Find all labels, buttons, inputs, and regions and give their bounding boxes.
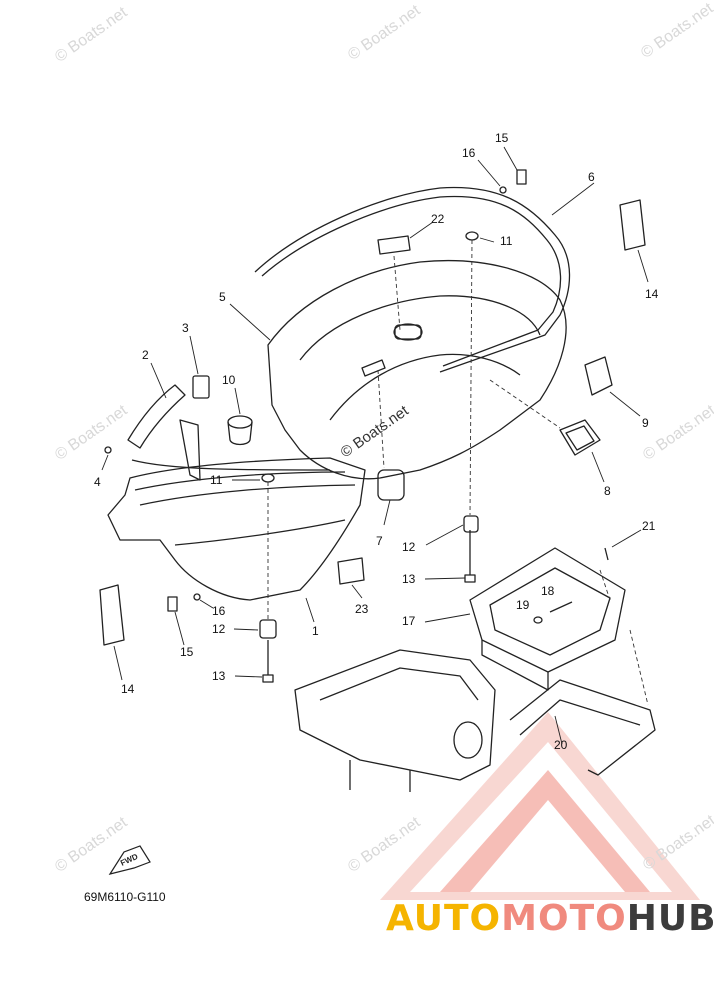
upper-cowl-5 [267, 259, 567, 480]
clip-14-right [619, 199, 646, 251]
seal-band-2 [127, 384, 186, 449]
callout-2: 2 [142, 348, 149, 362]
grommet-7 [377, 469, 405, 501]
brand-part-moto: MOTO [501, 898, 627, 939]
callout-20: 20 [554, 738, 568, 752]
screw-16-bottom [193, 593, 201, 601]
bolt-21 [604, 547, 609, 561]
lower-cowl-1 [107, 457, 366, 601]
brand-part-auto: AUTO [386, 898, 502, 939]
clip-14-left [99, 584, 125, 646]
label-23 [337, 557, 365, 585]
screw-16-top [499, 186, 507, 194]
pin-11-top [465, 231, 479, 241]
callout-4: 4 [94, 475, 101, 489]
frame-20 [509, 679, 656, 776]
callout-15-top: 15 [495, 131, 509, 145]
grommet-10 [227, 415, 253, 429]
brand-part-hub: HUB [626, 898, 714, 939]
callout-6: 6 [588, 170, 595, 184]
mount-12-right [463, 515, 479, 533]
callout-11-bottom: 11 [210, 473, 223, 487]
brand-triangle-logo [380, 712, 700, 900]
callout-11-top: 11 [500, 234, 513, 248]
callout-3: 3 [182, 321, 189, 335]
brand-wordmark: AUTOMOTOHUB [386, 898, 714, 939]
callout-9: 9 [642, 416, 649, 430]
center-watermark: © Boats.net [338, 402, 413, 461]
screw-4 [104, 446, 112, 454]
pin-11-bottom [261, 473, 275, 483]
callout-21: 21 [642, 519, 656, 533]
callout-22: 22 [431, 212, 445, 226]
callout-23: 23 [355, 602, 369, 616]
fwd-arrow-icon [108, 845, 151, 875]
callout-18: 18 [541, 584, 555, 598]
callout-12-right: 12 [402, 540, 416, 554]
callout-8: 8 [604, 484, 611, 498]
grommet-8 [559, 419, 601, 456]
callout-5: 5 [219, 290, 226, 304]
engine-block [294, 649, 496, 781]
callout-16-top: 16 [462, 146, 476, 160]
callout-15-bottom: 15 [180, 645, 194, 659]
bolt-13-right [464, 530, 476, 583]
label-22 [377, 235, 411, 255]
callout-19: 19 [516, 598, 530, 612]
callout-7: 7 [376, 534, 383, 548]
clip-15-top [516, 169, 527, 185]
bracket-3 [192, 375, 210, 399]
grommet-9 [584, 356, 613, 396]
callout-16-bottom: 16 [212, 604, 226, 618]
mount-12-left [259, 619, 277, 639]
callout-13-left: 13 [212, 669, 226, 683]
washer-19 [533, 616, 543, 624]
drawing-code: 69M6110-G110 [84, 890, 166, 904]
bolt-18 [549, 601, 573, 613]
callout-17: 17 [402, 614, 416, 628]
clip-15-bottom [167, 596, 178, 612]
callout-12-left: 12 [212, 622, 226, 636]
callout-14-left: 14 [121, 682, 135, 696]
bolt-13-left [262, 640, 274, 683]
seal-band-6 [254, 186, 571, 373]
callout-1: 1 [312, 624, 319, 638]
callout-10: 10 [222, 373, 236, 387]
callout-14-right: 14 [645, 287, 659, 301]
callout-13-right: 13 [402, 572, 416, 586]
